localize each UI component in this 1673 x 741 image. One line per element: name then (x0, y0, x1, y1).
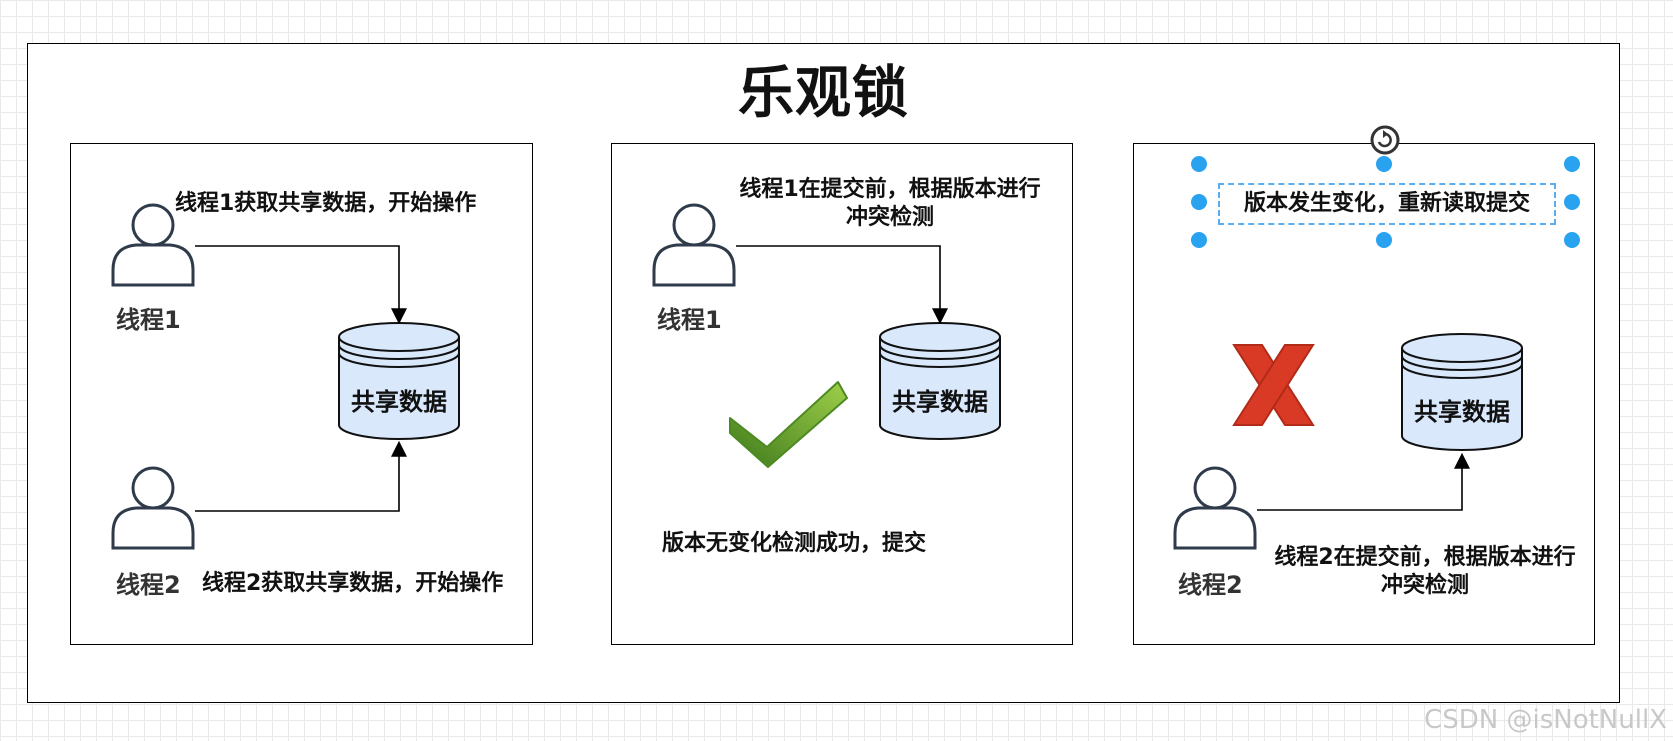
caption-thread1-read: 线程1获取共享数据，开始操作 (175, 191, 477, 216)
database-label: 共享数据 (892, 388, 988, 416)
database-icon (879, 322, 1001, 440)
thread1-label: 线程1 (116, 306, 181, 334)
caption-line: 线程2在提交前，根据版本进行 (1274, 545, 1576, 570)
arrow-check-2 (1257, 452, 1470, 511)
resize-handle[interactable] (1564, 156, 1580, 172)
user-icon (652, 203, 736, 287)
resize-handle[interactable] (1564, 232, 1580, 248)
thread2-label: 线程2 (116, 571, 181, 599)
watermark: CSDN @isNotNullX (1424, 705, 1667, 735)
rotate-handle-icon[interactable] (1370, 125, 1400, 155)
selected-text-box[interactable] (1218, 183, 1556, 225)
resize-handle[interactable] (1376, 232, 1392, 248)
resize-handle[interactable] (1191, 232, 1207, 248)
caption-line: 冲突检测 (845, 205, 934, 230)
thread2-label: 线程2 (1178, 571, 1243, 599)
resize-handle[interactable] (1191, 156, 1207, 172)
caption-thread1-check: 线程1在提交前，根据版本进行 冲突检测 (720, 176, 1060, 232)
caption-thread2-read: 线程2获取共享数据，开始操作 (202, 571, 504, 596)
caption-version-changed[interactable]: 版本发生变化，重新读取提交 (1243, 191, 1530, 216)
arrow-read-2 (195, 440, 407, 512)
caption-line: 线程1在提交前，根据版本进行 (739, 177, 1041, 202)
user-icon (111, 203, 195, 287)
database-label: 共享数据 (351, 388, 447, 416)
caption-line: 冲突检测 (1380, 573, 1469, 598)
caption-success: 版本无变化检测成功，提交 (662, 531, 927, 556)
database-icon (338, 322, 460, 440)
arrow-read-1 (195, 245, 407, 325)
database-icon (1401, 333, 1523, 451)
checkmark-icon (729, 381, 848, 468)
resize-handle[interactable] (1191, 194, 1207, 210)
thread1-label: 线程1 (657, 306, 722, 334)
user-icon (111, 466, 195, 550)
diagram-title: 乐观锁 (738, 61, 909, 126)
user-icon (1173, 466, 1257, 550)
resize-handle[interactable] (1376, 156, 1392, 172)
resize-handle[interactable] (1564, 194, 1580, 210)
arrow-check-1 (736, 245, 948, 325)
cross-icon (1232, 344, 1315, 426)
caption-thread2-check: 线程2在提交前，根据版本进行 冲突检测 (1255, 544, 1595, 600)
database-label: 共享数据 (1414, 398, 1510, 426)
